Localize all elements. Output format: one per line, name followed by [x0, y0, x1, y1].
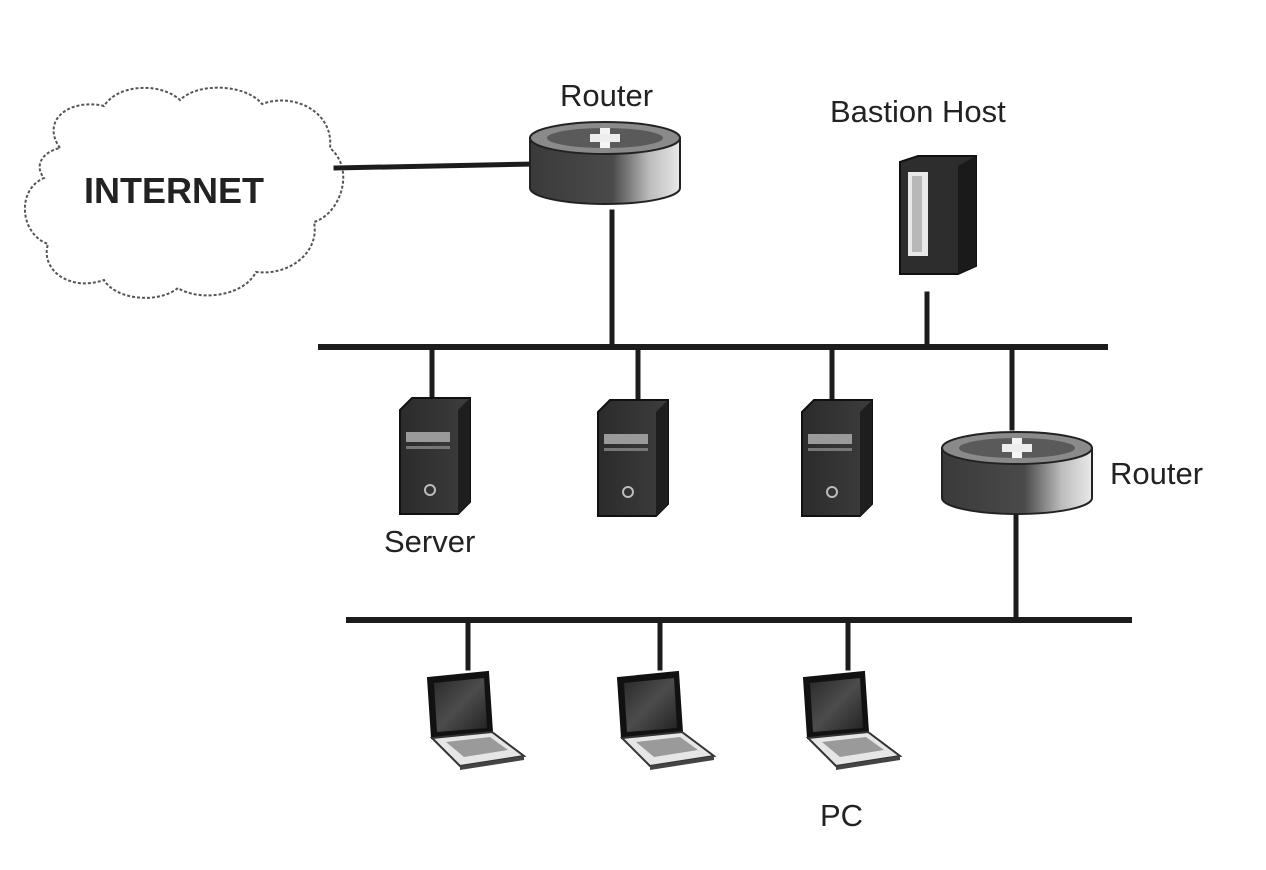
laptop-icon [803, 671, 901, 771]
server-tower-icon [399, 397, 471, 515]
router-icon [529, 121, 681, 205]
router-icon [941, 431, 1093, 515]
internet-router-link [333, 161, 535, 171]
server-tower-icon [801, 399, 873, 517]
internet-label: INTERNET [84, 170, 264, 211]
server-tower-icon [597, 399, 669, 517]
top-router-label: Router [560, 78, 653, 113]
cloud-icon [23, 86, 345, 299]
bastion-host-label: Bastion Host [830, 94, 1006, 129]
laptop-icon [617, 671, 715, 771]
bastion-host-icon [899, 155, 977, 275]
laptop-icon [427, 671, 525, 771]
inner-router-label: Router [1110, 456, 1203, 491]
pc-label: PC [820, 798, 863, 833]
server-label: Server [384, 524, 475, 559]
